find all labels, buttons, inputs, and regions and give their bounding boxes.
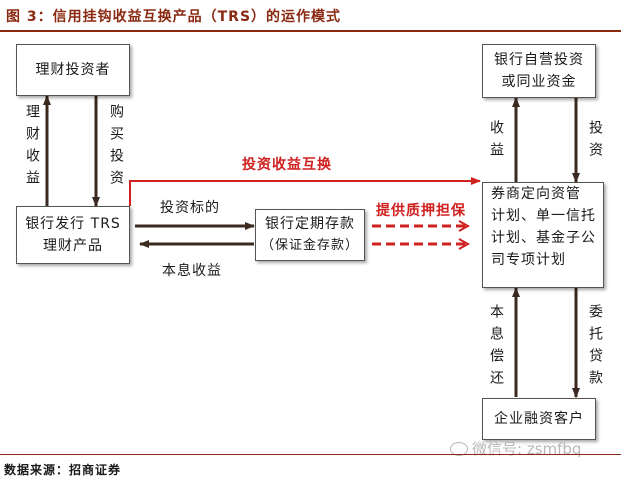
plans-line2: 计划、单一信托 [491, 208, 596, 224]
enterprise-label: 企业融资客户 [494, 411, 584, 427]
label-entrusted-loan: 委托贷款 [587, 304, 603, 392]
asset-plans-box: 券商定向资管 计划、单一信托 计划、基金子公 司专项计划 [482, 182, 604, 288]
label-income: 收益 [488, 120, 504, 164]
label-pledge-guarantee: 提供质押担保 [376, 203, 466, 219]
watermark-text: 微信号: zsmfbq [472, 440, 582, 458]
label-principal-repay: 本息偿还 [488, 304, 504, 392]
proprietary-line1: 银行自营投资 [494, 52, 584, 68]
deposit-line2: （保证金存款） [260, 238, 359, 253]
watermark: 微信号: zsmfbq [450, 438, 581, 459]
bank-trs-line2: 理财产品 [43, 238, 103, 254]
footer-rule [0, 454, 621, 455]
bank-trs-box: 银行发行 TRS 理财产品 [16, 206, 130, 264]
chat-bubble-icon [450, 441, 468, 456]
plans-line4: 司专项计划 [491, 252, 566, 268]
proprietary-line2: 或同业资金 [501, 74, 577, 90]
label-purchase-invest: 购买投资 [108, 104, 124, 192]
label-invest-underlying: 投资标的 [160, 200, 220, 216]
data-source: 数据来源：招商证券 [4, 463, 122, 477]
plans-line3: 计划、基金子公 [491, 230, 596, 246]
figure-title: 图 3：信用挂钩收益互换产品（TRS）的运作模式 [6, 9, 342, 25]
proprietary-box: 银行自营投资 或同业资金 [482, 44, 596, 98]
label-principal-interest-income: 本息收益 [162, 263, 222, 279]
title-rule [0, 30, 621, 32]
investor-box: 理财投资者 [16, 44, 130, 96]
plans-line1: 券商定向资管 [491, 186, 581, 202]
bank-trs-line1: 银行发行 TRS [25, 216, 121, 232]
deposit-box: 银行定期存款 （保证金存款） [255, 209, 365, 261]
investor-label: 理财投资者 [35, 62, 111, 78]
label-invest: 投资 [587, 120, 603, 164]
label-invest-income-swap: 投资收益互换 [242, 157, 332, 173]
deposit-line1: 银行定期存款 [265, 216, 355, 232]
arrow-income-swap [129, 177, 481, 206]
enterprise-box: 企业融资客户 [482, 398, 596, 440]
label-wealth-income: 理财收益 [24, 104, 40, 192]
